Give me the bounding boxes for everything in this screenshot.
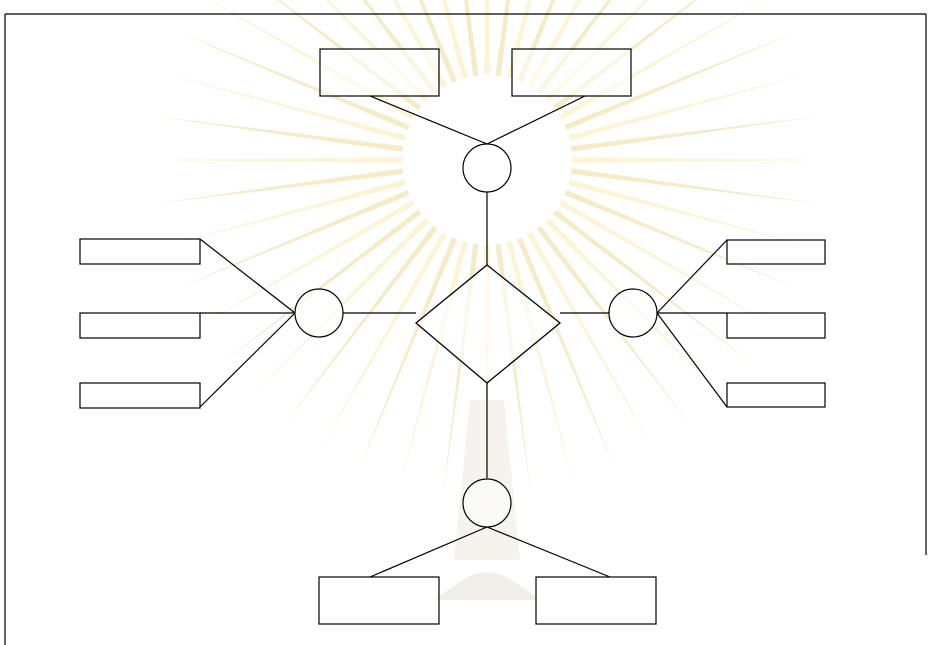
watermark-ray [172, 188, 415, 291]
entity-bottom-attribute-1 [318, 576, 440, 625]
watermark-ray [515, 232, 618, 475]
watermark-ray [554, 197, 782, 330]
entity-bottom-attr-link-2 [486, 526, 611, 578]
watermark-ray [548, 206, 757, 367]
watermark-ray [563, 72, 816, 143]
entity-left-attribute-3 [79, 382, 201, 409]
watermark-ray [565, 167, 825, 205]
entity-left-attr-link-3 [199, 312, 296, 408]
watermark-ray [158, 177, 411, 248]
entity-top-attribute-2 [511, 48, 632, 97]
watermark-ray [399, 236, 470, 489]
watermark-ray [559, 29, 802, 132]
entity-top-circle [462, 143, 512, 193]
entity-top-attribute-1 [319, 48, 440, 97]
watermark-ray [484, 0, 490, 81]
entity-top [319, 48, 632, 193]
entity-right-attribute-3 [726, 382, 826, 408]
entity-bottom-attr-link-1 [369, 526, 488, 578]
entity-bottom [318, 478, 657, 625]
watermark-ray [442, 0, 470, 84]
watermark-ray [356, 232, 459, 475]
watermark-ray [149, 167, 409, 205]
watermark-ray [494, 0, 511, 82]
entity-left-circle [294, 288, 344, 338]
entity-left-attribute-1 [79, 238, 201, 265]
watermark-ray [217, 206, 426, 367]
watermark-ray [559, 188, 802, 291]
entity-left-attr-link-1 [199, 238, 296, 314]
entity-right-attribute-1 [726, 239, 826, 265]
watermark-ray [566, 157, 827, 163]
watermark-ray [563, 177, 816, 248]
entity-right-attribute-2 [726, 312, 826, 339]
watermark-ray [317, 227, 450, 455]
watermark-ray [149, 115, 409, 153]
watermark-ray [565, 115, 825, 153]
entity-right-attr-link-3 [656, 312, 728, 408]
watermark-ray [192, 197, 420, 330]
entity-bottom-attribute-2 [535, 576, 657, 625]
watermark-ray [504, 236, 575, 489]
watermark-ray [418, 0, 459, 88]
watermark-ray [147, 157, 408, 163]
entity-top-attr-link-1 [369, 95, 488, 145]
watermark-ray [158, 72, 411, 143]
watermark-ray [524, 227, 657, 455]
entity-right [608, 239, 826, 408]
entity-left-attribute-2 [79, 312, 201, 339]
watermark-ray [463, 0, 480, 82]
entity-right-attr-link-1 [656, 239, 728, 314]
entity-right-circle [608, 288, 658, 338]
watermark-ray [280, 221, 441, 430]
entity-top-attr-link-2 [486, 95, 586, 145]
entity-bottom-circle [462, 478, 512, 528]
entity-left [79, 238, 344, 409]
watermark-ray [172, 29, 415, 132]
